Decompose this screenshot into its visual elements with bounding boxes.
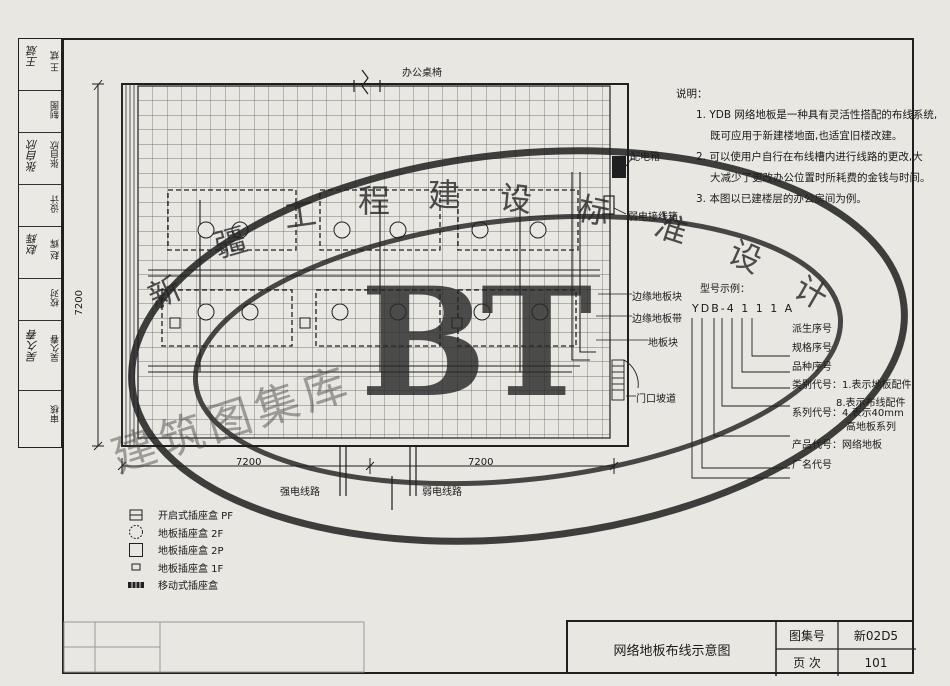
wall-hatch-left	[121, 84, 135, 446]
watermark-char: 程	[358, 182, 391, 220]
door-ramp	[611, 359, 639, 401]
dimension-vertical-label: 7200	[74, 290, 85, 316]
label-office-desk: 办公桌椅	[402, 68, 442, 79]
dimension-vertical	[92, 79, 104, 451]
strip-cell: 赵 辉 赵辉	[19, 227, 61, 279]
model-item: 品种序号	[792, 362, 832, 373]
label-distribution-box: 配电箱	[630, 152, 660, 163]
top-window	[353, 69, 381, 95]
label-floor-block: 地板块	[648, 338, 678, 349]
model-item: 派生序号	[792, 324, 832, 335]
title-block: 网络地板布线示意图 图集号 新02D5 页 次 101	[566, 620, 916, 676]
model-item: 高地板系列	[846, 422, 896, 433]
label-ramp: 门口坡道	[636, 394, 676, 405]
legend-label: 开启式插座盒 PF	[158, 511, 233, 523]
floor-socket-1f-icon	[131, 563, 141, 571]
note-line: 1. YDB 网络地板是一种具有灵活性搭配的布线系统,	[696, 109, 938, 121]
dimension-left-label: 7200	[236, 457, 262, 468]
atlas-label: 图集号	[788, 629, 825, 643]
page-label: 页 次	[793, 656, 821, 670]
note-line: 2. 可以使用户自行在布线槽内进行线路的更改,大	[696, 151, 923, 163]
legend-row: 移动式插座盒	[126, 576, 233, 594]
ghost-table	[63, 621, 365, 673]
legend-label: 地板插座盒 1F	[158, 563, 224, 575]
model-item: 规格序号	[792, 343, 832, 354]
strip-cell: 张自欣 张自欣	[19, 133, 61, 185]
legend-label: 移动式插座盒	[158, 581, 218, 593]
legend-row: 地板插座盒 2P	[126, 541, 233, 559]
title-block-grid	[775, 622, 916, 676]
distribution-box	[612, 156, 626, 178]
strip-cell: 王 斌 王斌	[19, 39, 61, 91]
strip-cell: 吴久春 吴久春	[19, 321, 61, 391]
floor-socket-2f-icon	[129, 525, 143, 540]
atlas-number: 新02D5	[853, 629, 899, 643]
model-code-leaders	[691, 318, 790, 479]
note-line: 3. 本图以已建楼层的办公房间为例。	[696, 193, 867, 205]
model-item: 产品代号：网络地板	[792, 440, 882, 451]
label-weak-line: 弱电线路	[422, 487, 462, 498]
model-code: YDB-4 1 1 1 A	[692, 302, 795, 315]
model-item: 厂名代号	[792, 460, 832, 471]
label-edge-block: 边缘地板块	[632, 292, 682, 303]
mobile-socket-box-icon	[128, 581, 144, 588]
note-line: 大减少了更改办公位置时所耗费的金钱与时间。	[710, 172, 931, 184]
floor-socket-2p-icon	[129, 542, 143, 557]
bottom-feeders	[339, 446, 417, 510]
model-title: 型号示例：	[700, 284, 750, 295]
label-edge-strip: 边缘地板带	[632, 314, 682, 325]
dimension-right-label: 7200	[468, 457, 494, 468]
legend-label: 地板插座盒 2P	[158, 546, 224, 558]
signature-strip: 王 斌 王斌 制图 张自欣 张自欣 设计 赵 辉 赵辉 校对 吴久春 吴久春 审…	[18, 38, 62, 448]
watermark-logo: BT	[360, 255, 592, 431]
open-socket-box-icon	[129, 509, 143, 521]
legend-row: 地板插座盒 2F	[126, 524, 233, 542]
strip-cell: 设计	[19, 185, 61, 227]
note-line: 既可应用于新建楼地面,也适宜旧楼改建。	[710, 130, 903, 142]
watermark-char: 建	[428, 176, 461, 214]
legend-row: 地板插座盒 1F	[126, 559, 233, 577]
legend-label: 地板插座盒 2F	[158, 528, 224, 540]
label-strong-line: 强电线路	[280, 487, 320, 498]
notes-heading: 说明：	[676, 88, 708, 100]
notes-block: 说明： 1. YDB 网络地板是一种具有灵活性搭配的布线系统, 既可应用于新建楼…	[676, 84, 937, 210]
legend: 开启式插座盒 PF 地板插座盒 2F 地板插座盒 2P 地板插座盒 1F 移动式…	[126, 506, 233, 594]
drawing-title: 网络地板布线示意图	[613, 643, 731, 659]
model-item: 类别代号：1.表示地板配件	[792, 380, 912, 391]
watermark-char: 工	[281, 193, 319, 237]
strip-cell: 校对	[19, 279, 61, 321]
model-item: 系列代号：4.表示40mm	[792, 408, 904, 419]
watermark-char: 设	[497, 178, 534, 220]
page-number: 101	[864, 655, 888, 670]
drawing-frame	[62, 38, 914, 674]
legend-row: 开启式插座盒 PF	[126, 506, 233, 524]
strip-cell: 制图	[19, 91, 61, 133]
